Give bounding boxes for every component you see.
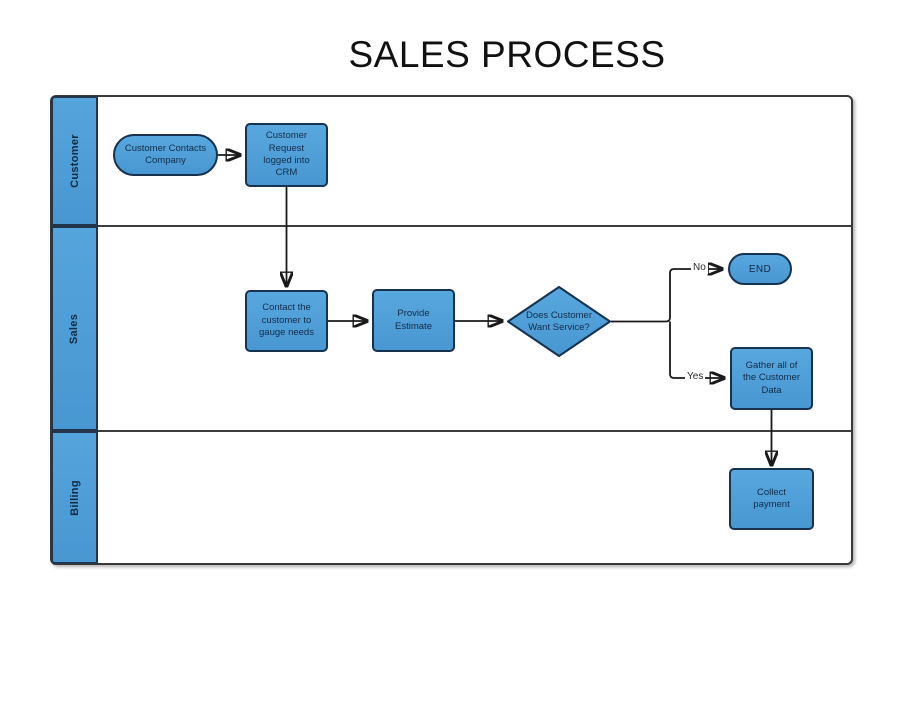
edge-label-no: No — [691, 262, 708, 274]
node-crm-process: Customer Request logged into CRM — [245, 123, 328, 187]
lane-header-sales: Sales — [51, 226, 98, 431]
edge-label-yes: Yes — [685, 371, 706, 383]
node-gather-process: Gather all of the Customer Data — [730, 347, 813, 410]
diagram-title: SALES PROCESS — [348, 34, 666, 75]
decision-label: Does Customer Want Service? — [526, 309, 592, 333]
decision-diamond-shape — [507, 286, 611, 357]
node-collect-process: Collect payment — [729, 468, 814, 530]
lane-header-customer: Customer — [51, 96, 98, 226]
node-contact-process: Contact the customer to gauge needs — [245, 290, 328, 352]
lane-label-customer: Customer — [68, 134, 81, 188]
node-start-terminator: Customer Contacts Company — [113, 134, 218, 176]
node-decision-diamond: Does Customer Want Service? — [507, 286, 611, 357]
lane-header-billing: Billing — [51, 431, 98, 564]
lane-label-sales: Sales — [68, 313, 81, 344]
node-estimate-process: Provide Estimate — [372, 289, 455, 352]
lane-label-billing: Billing — [68, 479, 81, 516]
node-end-terminator: END — [728, 253, 792, 285]
lane-divider-customer-sales — [51, 225, 851, 227]
lane-divider-sales-billing — [51, 430, 851, 432]
